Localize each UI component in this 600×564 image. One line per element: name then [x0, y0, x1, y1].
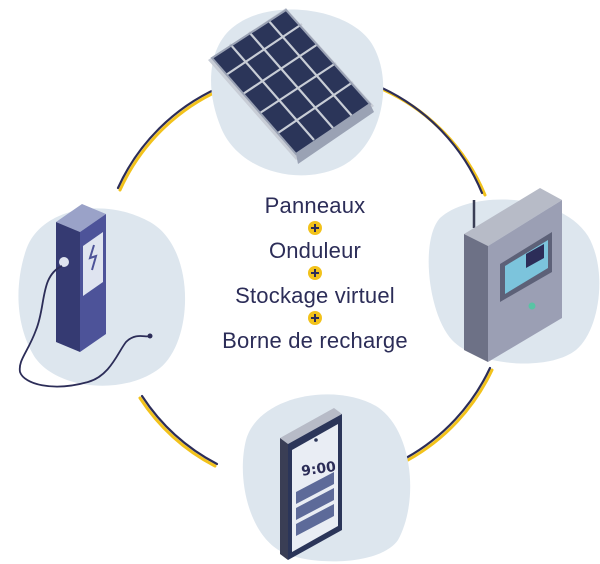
label-borne-de-recharge: Borne de recharge	[222, 328, 408, 353]
inverter-icon	[464, 188, 562, 362]
solar-panel-icon	[208, 8, 374, 164]
label-panneaux: Panneaux	[264, 193, 366, 218]
phone-clock: 9:00	[300, 459, 337, 480]
label-onduleur: Onduleur	[268, 238, 362, 263]
phone-icon: 9:00	[280, 408, 342, 560]
plus-icon	[308, 266, 322, 280]
charging-station-icon	[18, 204, 153, 388]
ring-arc-bottom-right	[406, 368, 494, 462]
ring-arc-top-left	[118, 88, 222, 192]
charging-station-node	[18, 204, 186, 388]
components-list: Panneaux Onduleur Stockage virtuel Borne…	[185, 192, 445, 355]
solar-panel-node	[208, 8, 384, 176]
plus-icon	[308, 311, 322, 325]
cycle-ring	[116, 86, 494, 468]
ring-arc-bottom-left	[138, 396, 217, 468]
phone-node: 9:00	[242, 394, 411, 562]
ring-arc-top-right	[382, 88, 487, 197]
label-stockage-virtuel: Stockage virtuel	[235, 283, 395, 308]
plus-icon	[308, 221, 322, 235]
inverter-node	[428, 188, 600, 364]
